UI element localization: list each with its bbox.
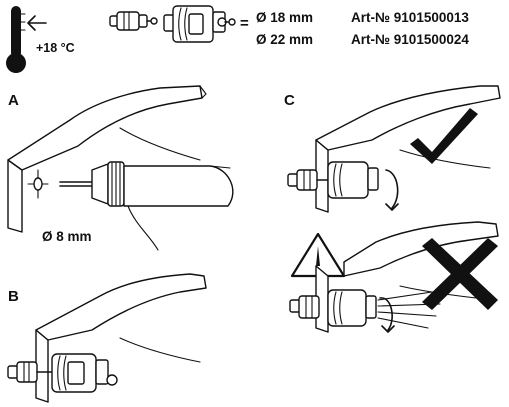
header: +18 °C = Ø 18 mm Art-№ 9101500013	[6, 5, 469, 73]
drill-bit	[59, 181, 93, 187]
diameter-value: Ø 18 mm	[256, 10, 313, 25]
step-a: A Ø 8 mm	[7, 85, 234, 251]
article-number: Art-№ 9101500024	[351, 32, 469, 47]
cross-icon	[422, 238, 498, 310]
arrow-left-icon	[27, 15, 47, 31]
bracket-with-hole	[7, 85, 207, 233]
temperature-label: +18 °C	[36, 41, 75, 55]
equals-sign: =	[240, 15, 249, 32]
step-label: B	[8, 288, 19, 305]
step-label: A	[8, 92, 19, 109]
small-cylinder-icon	[109, 11, 158, 31]
bracket	[35, 273, 207, 403]
step-label: C	[284, 92, 295, 109]
spec-row: Ø 22 mm Art-№ 9101500024	[256, 32, 469, 47]
drill-diameter-label: Ø 8 mm	[42, 229, 92, 244]
diameter-value: Ø 22 mm	[256, 32, 313, 47]
drill-chuck	[91, 161, 234, 251]
thermometer-icon	[6, 6, 26, 73]
step-b: B	[7, 273, 207, 403]
rotation-arrow-icon	[385, 169, 399, 211]
step-c: C	[284, 85, 501, 333]
rotation-arrow-icon	[379, 297, 395, 333]
incorrect-mounting	[289, 221, 499, 333]
mounted-cylinder	[7, 353, 118, 393]
checkmark-icon	[410, 108, 478, 164]
large-cylinder-icon	[163, 5, 236, 43]
correct-mounting	[287, 85, 501, 213]
article-number: Art-№ 9101500013	[351, 10, 469, 25]
spec-row: Ø 18 mm Art-№ 9101500013	[256, 10, 469, 25]
